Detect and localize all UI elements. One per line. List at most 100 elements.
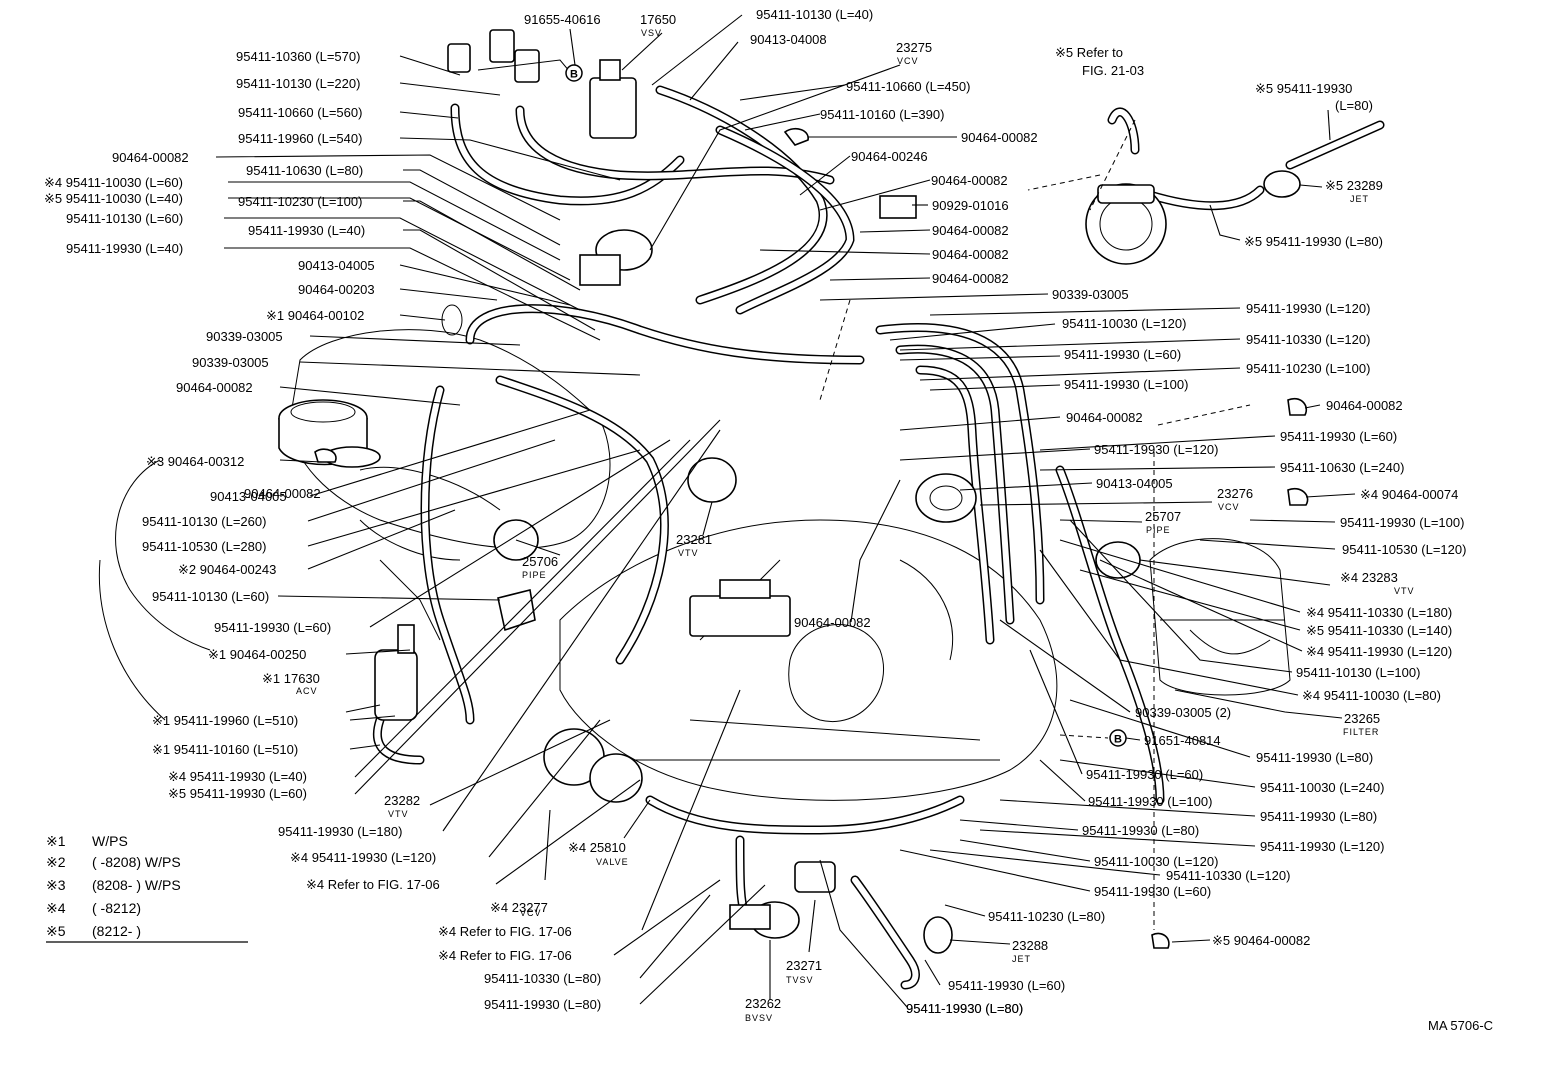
part-labels: 91655-40616 17650 VSV 95411-10130 (L=40)… <box>44 7 1466 1023</box>
legend-row: ※2 ( -8208) W/PS <box>46 854 181 870</box>
part-label: 95411-19930 (L=80) <box>1260 809 1377 824</box>
part-label: 95411-10030 (L=120) <box>1062 316 1186 331</box>
part-label: ※5 23289 <box>1325 178 1383 193</box>
vsv-17650-valves <box>447 29 637 139</box>
part-label: 90413-04005 <box>298 258 375 273</box>
ps-reservoir <box>278 399 381 468</box>
part-label: 25707 <box>1145 509 1181 524</box>
part-label: 91655-40616 <box>524 12 601 27</box>
part-label: 90464-00246 <box>851 149 928 164</box>
part-label: 95411-10130 (L=40) <box>756 7 873 22</box>
legend-key: ※1 <box>46 833 66 849</box>
legend-desc: (8208- ) W/PS <box>92 877 181 893</box>
part-label: 95411-19930 (L=40) <box>248 223 365 238</box>
part-label: ※1 95411-19960 (L=510) <box>152 713 298 728</box>
part-label: 90464-00082 <box>1066 410 1143 425</box>
part-label: 95411-19930 (L=80) <box>484 997 601 1012</box>
part-label: 90464-00082 <box>932 223 1009 238</box>
part-sublabel: JET <box>1350 194 1369 204</box>
part-sublabel: FILTER <box>1343 727 1379 737</box>
part-label: 25706 <box>522 554 558 569</box>
part-label: 95411-10130 (L=60) <box>66 211 183 226</box>
part-label: 95411-19930 (L=100) <box>1088 794 1212 809</box>
part-label: 90464-00082 <box>932 271 1009 286</box>
part-sublabel: ACV <box>296 686 318 696</box>
part-label: ※4 95411-19930 (L=120) <box>1306 644 1452 659</box>
part-label: 95411-10360 (L=570) <box>236 49 360 64</box>
part-label: 95411-10130 (L=220) <box>236 76 360 91</box>
part-label: 95411-19930 (L=40) <box>66 241 183 256</box>
part-label: 95411-19930 (L=60) <box>1280 429 1397 444</box>
part-label: 95411-19930 (L=60) <box>1094 884 1211 899</box>
legend-key: ※4 <box>46 900 66 916</box>
legend-row: ※3 (8208- ) W/PS <box>46 877 181 893</box>
part-label: 95411-19930 (L=120) <box>1246 301 1370 316</box>
vcv-23275 <box>579 229 653 286</box>
part-label: 95411-10330 (L=120) <box>1166 868 1290 883</box>
part-label: ※5 95411-19930 (L=60) <box>168 786 307 801</box>
part-label: (L=80) <box>1335 98 1373 113</box>
part-label: 95411-10230 (L=100) <box>238 194 362 209</box>
vtv-23281 <box>687 457 737 503</box>
hose-clip-icon <box>314 448 337 463</box>
part-sublabel: VCV <box>520 908 542 918</box>
part-label: ※5 95411-19930 (L=80) <box>1244 234 1383 249</box>
part-label: 95411-10130 (L=260) <box>142 514 266 529</box>
part-label: 95411-10330 (L=120) <box>1246 332 1370 347</box>
part-label: 95411-10630 (L=240) <box>1280 460 1404 475</box>
marker-b-right: B <box>1109 729 1127 747</box>
vcv-23276 <box>915 473 977 523</box>
part-label: ※1 95411-10160 (L=510) <box>152 742 298 757</box>
part-label: 23276 <box>1217 486 1253 501</box>
part-label: 90339-03005 (2) <box>1135 705 1231 720</box>
part-label: ※4 Refer to FIG. 17-06 <box>306 877 440 892</box>
part-label: 95411-10660 (L=450) <box>846 79 970 94</box>
part-label: ※4 95411-19930 (L=40) <box>168 769 307 784</box>
figure-code: MA 5706-C <box>1428 1018 1493 1033</box>
part-label: FIG. 21-03 <box>1082 63 1144 78</box>
marker-b-top-text: B <box>570 69 578 81</box>
part-label: ※5 Refer to <box>1055 45 1123 60</box>
part-label: 95411-10030 (L=120) <box>1094 854 1218 869</box>
clip-icons <box>314 128 1309 949</box>
part-label: 90464-00082 <box>932 247 1009 262</box>
part-label: 95411-10330 (L=80) <box>484 971 601 986</box>
legend-key: ※2 <box>46 854 66 870</box>
part-label: 95411-10230 (L=100) <box>1246 361 1370 376</box>
part-label: 90929-01016 <box>932 198 1009 213</box>
hose-clip-icon <box>1287 487 1309 506</box>
part-label: 95411-19930 (L=100) <box>1064 377 1188 392</box>
part-label: 90413-04005 <box>1096 476 1173 491</box>
legend-desc: ( -8208) W/PS <box>92 854 181 870</box>
part-label: ※2 90464-00243 <box>178 562 276 577</box>
part-label: 95411-19960 (L=540) <box>238 131 362 146</box>
legend-row: ※4 ( -8212) <box>46 900 141 916</box>
acv-17630 <box>374 624 418 721</box>
part-sublabel: TVSV <box>786 975 814 985</box>
part-label: ※4 25810 <box>568 840 626 855</box>
part-label: ※5 90464-00082 <box>1212 933 1310 948</box>
part-label: 23271 <box>786 958 822 973</box>
right-housing <box>1149 538 1291 696</box>
part-label: 91651-40814 <box>1144 733 1221 748</box>
legend-row: ※1 W/PS <box>46 833 128 849</box>
part-sublabel: VTV <box>1394 586 1415 596</box>
canister-upper-right <box>1085 183 1167 265</box>
part-sublabel: BVSV <box>745 1013 773 1023</box>
part-label: 90464-00203 <box>298 282 375 297</box>
part-label: 90339-03005 <box>1052 287 1129 302</box>
variant-legend: ※1 W/PS ※2 ( -8208) W/PS ※3 (8208- ) W/P… <box>46 833 248 943</box>
engine-flywheel <box>788 624 885 722</box>
part-sublabel: VCV <box>897 56 919 66</box>
part-label: 95411-19930 (L=60) <box>948 978 1065 993</box>
part-label: 95411-10660 (L=560) <box>238 105 362 120</box>
part-label: 95411-19930 (L=120) <box>1260 839 1384 854</box>
part-label: 95411-19930 (L=60) <box>1086 767 1203 782</box>
dashed-reference-lines <box>819 119 1251 930</box>
part-label: ※4 95411-19930 (L=120) <box>290 850 436 865</box>
jet-23289 <box>1263 170 1301 198</box>
part-label: 95411-10530 (L=120) <box>1342 542 1466 557</box>
part-label: 90339-03005 <box>192 355 269 370</box>
part-label: ※4 95411-10330 (L=180) <box>1306 605 1452 620</box>
